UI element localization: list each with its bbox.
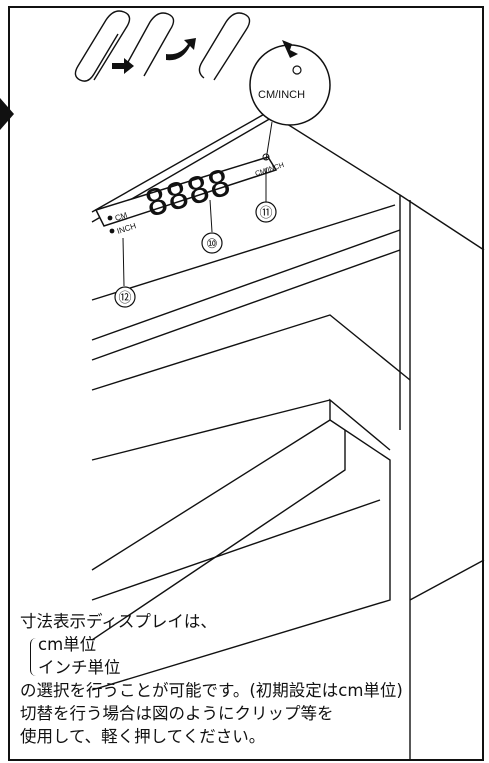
inch-indicator-label: INCH — [116, 221, 138, 236]
digits-text: 8888 — [141, 162, 236, 225]
option-brace — [30, 638, 39, 676]
cabinet-edge-line — [329, 398, 391, 451]
cabinet-edge-line — [91, 204, 396, 301]
magnifier-leader-line — [265, 121, 273, 161]
unit-option-cm: cm単位 — [38, 635, 97, 654]
cabinet-edge-line — [91, 499, 381, 601]
cabinet-edge-line — [91, 399, 331, 461]
cabinet-edge-line — [91, 314, 411, 391]
callout-12-number: ⑫ — [118, 290, 131, 305]
cabinet-edge-line — [91, 229, 401, 341]
callout-11-circle — [255, 201, 277, 223]
cabinet-edge-line — [91, 111, 401, 430]
cabinet-edge-line — [91, 249, 401, 361]
callout-12-leader — [122, 237, 125, 287]
callout-10-leader — [209, 199, 213, 233]
description-line-1: 寸法表示ディスプレイは、 — [20, 612, 217, 631]
illustration-frame — [8, 6, 484, 761]
magnified-button-label: CM/INCH — [258, 89, 305, 101]
cabinet-edge-line — [399, 194, 485, 251]
cm-indicator-label: CM — [114, 210, 129, 223]
arrow-curved-icon — [166, 38, 196, 61]
cm-inch-panel-label: CM/INCH — [254, 162, 285, 178]
paperclip-icon — [74, 10, 251, 82]
description-line-2: の選択を行うことが可能です。(初期設定はcm単位) — [20, 681, 403, 700]
cabinet-edge-line — [409, 559, 485, 601]
display-panel — [94, 156, 278, 227]
unit-option-inch: インチ単位 — [38, 658, 121, 677]
cm-indicator-dot — [107, 215, 113, 221]
description-line-4: 使用して、軽く押してください。 — [20, 727, 266, 746]
callout-10-number: ⑩ — [206, 236, 218, 251]
cabinet-edge-line — [91, 430, 346, 641]
description-block: 寸法表示ディスプレイは、 cm単位 インチ単位 の選択を行うことが可能です。(初… — [20, 610, 480, 748]
inch-indicator-dot — [109, 228, 115, 234]
callout-10-circle — [201, 232, 223, 254]
side-pointer-arrow-icon — [0, 98, 14, 130]
arrow-right-icon — [112, 58, 134, 74]
arrow-down-icon — [282, 40, 298, 58]
cabinet-edge-line — [91, 419, 391, 691]
callout-11-number: ⑪ — [259, 205, 272, 220]
digit-display: 8888 — [141, 162, 236, 225]
magnified-button-icon — [292, 65, 302, 75]
description-line-3: 切替を行う場合は図のようにクリップ等を — [20, 704, 334, 723]
callout-12-circle — [114, 286, 136, 308]
